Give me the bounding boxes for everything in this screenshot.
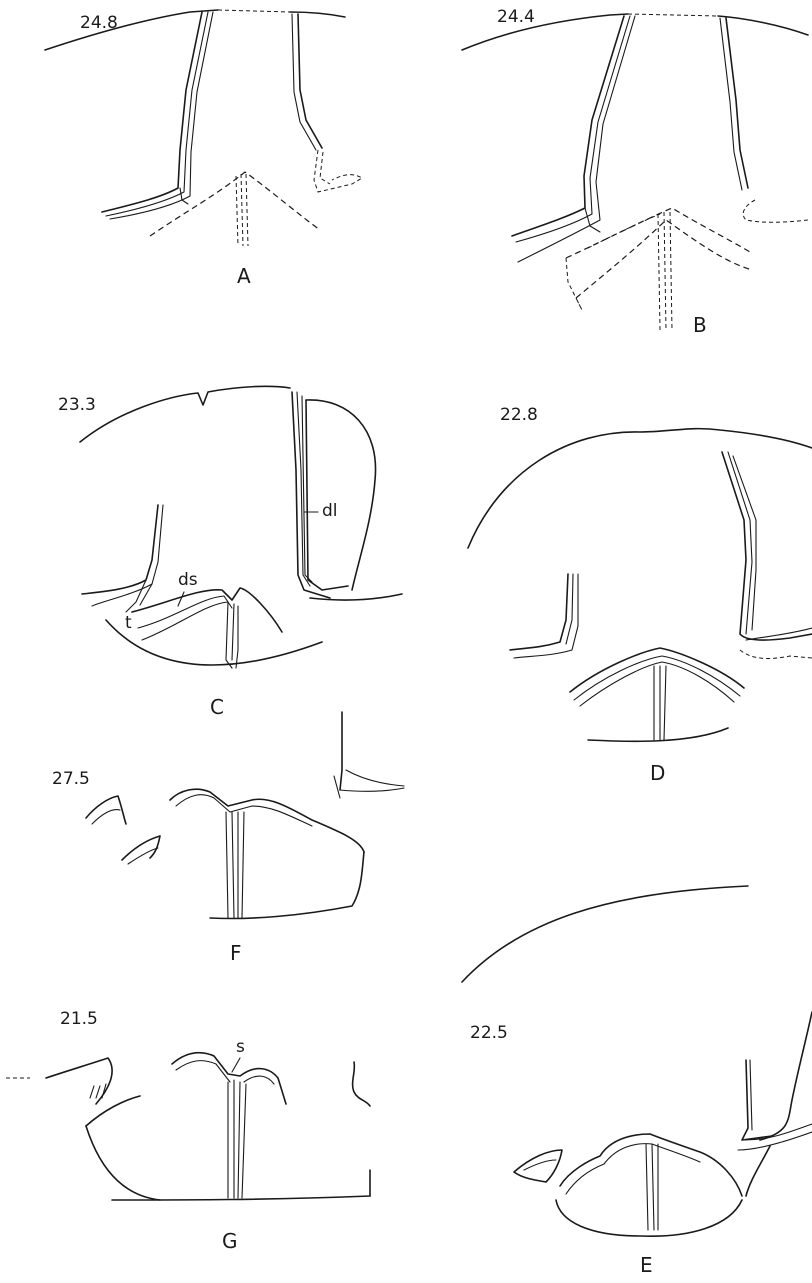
panel-d-number: 22.8 (500, 405, 538, 425)
annotation-s: s (236, 1037, 245, 1057)
panel-d: 22.8 D (468, 405, 812, 785)
annotation-ds: ds (178, 570, 198, 590)
panel-e-letter: E (640, 1253, 653, 1277)
panel-a-letter: A (237, 264, 251, 288)
panel-g-number: 21.5 (60, 1009, 98, 1029)
panel-g: 21.5 s G (6, 1009, 370, 1253)
panel-f: 27.5 F (52, 712, 404, 965)
panel-b: 24.4 B (462, 7, 808, 337)
panel-f-letter: F (230, 941, 242, 965)
annotation-dl: dl (322, 501, 338, 521)
panel-g-letter: G (222, 1229, 238, 1253)
panel-c: 23.3 dl t ds C (58, 386, 402, 719)
panel-e-number: 22.5 (470, 1023, 508, 1043)
panel-e: 22.5 E (462, 886, 812, 1277)
panel-a: 24.8 A (45, 10, 362, 288)
panel-b-number: 24.4 (497, 7, 535, 27)
panel-c-number: 23.3 (58, 395, 96, 415)
panel-b-letter: B (693, 313, 707, 337)
panel-f-number: 27.5 (52, 769, 90, 789)
panel-d-letter: D (650, 761, 665, 785)
annotation-t: t (125, 613, 132, 633)
panel-c-letter: C (210, 695, 224, 719)
